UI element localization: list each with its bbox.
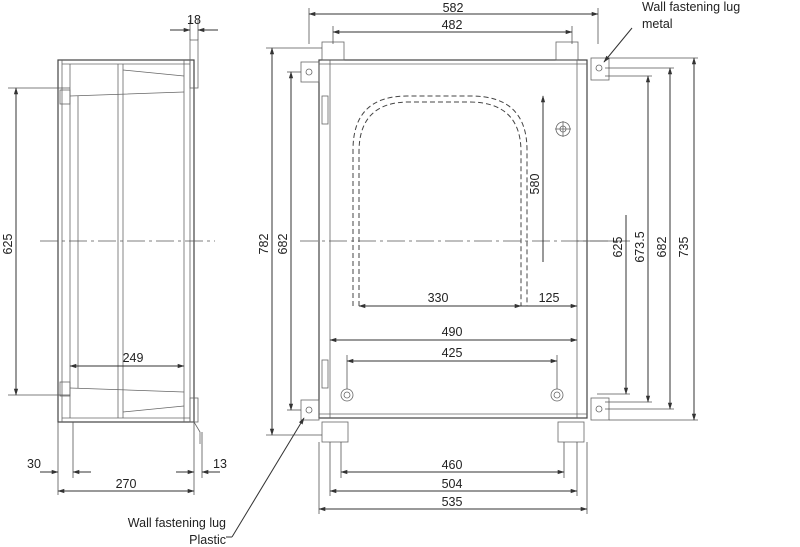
lug-top-left xyxy=(321,41,345,61)
mounting-hole-left xyxy=(340,388,354,402)
metal-lug-label-line2: metal xyxy=(642,17,673,31)
dim-front-682-left: 682 xyxy=(276,234,290,255)
dim-offset-125: 125 xyxy=(539,291,560,305)
dim-side-249: 249 xyxy=(123,351,144,365)
front-body-outline xyxy=(318,59,588,419)
dim-side-30: 30 xyxy=(27,457,41,471)
dim-front-582: 582 xyxy=(443,1,464,15)
front-view: 582 482 782 682 580 330 125 490 425 xyxy=(128,0,740,547)
plastic-lug-label-line1: Wall fastening lug xyxy=(128,516,226,530)
lug-left-upper xyxy=(300,61,320,83)
dim-right-625: 625 xyxy=(611,237,625,258)
dim-lug-460: 460 xyxy=(442,458,463,472)
dim-side-18: 18 xyxy=(187,13,201,27)
dim-inner-490: 490 xyxy=(442,325,463,339)
dim-lug-504: 504 xyxy=(442,477,463,491)
plastic-lug-label-line2: Plastic xyxy=(189,533,226,547)
dim-right-682: 682 xyxy=(655,237,669,258)
dim-opening-330: 330 xyxy=(428,291,449,305)
mounting-hole-right xyxy=(550,388,564,402)
metal-lug-label-line1: Wall fastening lug xyxy=(642,0,740,14)
lug-right-upper xyxy=(590,57,610,81)
dim-front-782: 782 xyxy=(257,234,271,255)
side-view: 625 249 18 30 13 270 xyxy=(1,13,227,495)
dim-opening-580: 580 xyxy=(528,174,542,195)
dim-right-735: 735 xyxy=(677,237,691,258)
dim-front-482: 482 xyxy=(442,18,463,32)
dim-side-625: 625 xyxy=(1,234,15,255)
dim-side-270: 270 xyxy=(116,477,137,491)
lug-bottom-right xyxy=(557,421,585,443)
lug-top-right xyxy=(555,41,579,61)
dim-right-673-5: 673.5 xyxy=(633,231,647,262)
dim-side-13: 13 xyxy=(213,457,227,471)
lug-left-lower xyxy=(300,399,320,421)
dim-lug-535: 535 xyxy=(442,495,463,509)
dim-holes-425: 425 xyxy=(442,346,463,360)
lug-bottom-left xyxy=(321,421,349,443)
